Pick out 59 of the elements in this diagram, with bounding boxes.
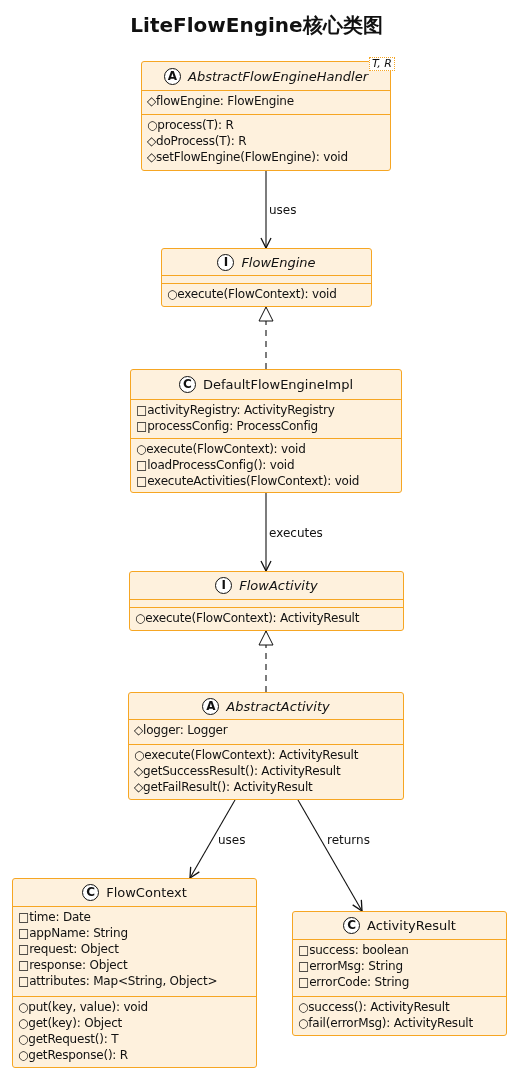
method-text: □executeActivities(FlowContext): void — [136, 473, 361, 489]
method-text: ○getResponse(): R — [18, 1047, 129, 1063]
method-text: ○process(T): R — [147, 117, 235, 133]
class-name: ActivityResult — [367, 918, 456, 933]
attribute-text: □errorCode: String — [298, 974, 411, 990]
class-name: AbstractFlowEngineHandler — [188, 68, 368, 84]
edge-label: returns — [326, 833, 371, 847]
method-text: ◇doProcess(T): R — [147, 133, 248, 149]
arrow — [297, 799, 363, 912]
class-type-badge: C — [343, 917, 361, 934]
method-text: ○get(key): Object — [18, 1015, 124, 1031]
method-text: ◇getSuccessResult(): ActivityResult — [134, 763, 342, 779]
method-text: ○execute(FlowContext): ActivityResult — [135, 610, 361, 626]
class-box — [129, 571, 404, 631]
class-name: AbstractActivity — [226, 698, 330, 714]
class-type-badge: I — [215, 577, 233, 594]
method-text: ○execute(FlowContext): ActivityResult — [134, 747, 360, 763]
class-box — [128, 692, 404, 800]
class-type-badge: C — [82, 884, 100, 901]
class-name: FlowEngine — [241, 254, 316, 270]
attribute-text: □time: Date — [18, 909, 92, 925]
attribute-text: □success: boolean — [298, 942, 410, 958]
class-name: FlowActivity — [239, 578, 318, 593]
class-type-badge: I — [217, 253, 235, 271]
attribute-text: □request: Object — [18, 941, 120, 957]
attribute-text: □activityRegistry: ActivityRegistry — [136, 402, 336, 418]
method-text: ◇getFailResult(): ActivityResult — [134, 779, 314, 795]
method-text: ○execute(FlowContext): void — [167, 286, 338, 302]
method-text: □loadProcessConfig(): void — [136, 457, 296, 473]
realization-arrow — [258, 630, 274, 693]
arrow — [260, 170, 272, 249]
method-text: ○getRequest(): T — [18, 1031, 120, 1047]
class-type-badge: C — [178, 376, 196, 393]
method-text: ○execute(FlowContext): void — [136, 441, 307, 457]
attribute-text: □appName: String — [18, 925, 129, 941]
attribute-text: □attributes: Map<String, Object> — [18, 973, 219, 989]
method-text: ○put(key, value): void — [18, 999, 150, 1015]
class-box — [130, 369, 402, 493]
method-text: ○success(): ActivityResult — [298, 999, 451, 1015]
attribute-text: ◇logger: Logger — [134, 722, 229, 738]
class-type-badge: A — [164, 67, 181, 85]
class-box — [161, 248, 372, 307]
arrow — [189, 799, 236, 879]
realization-arrow — [258, 306, 274, 370]
attribute-text: □errorMsg: String — [298, 958, 404, 974]
class-name: DefaultFlowEngineImpl — [202, 377, 354, 392]
arrow — [260, 492, 272, 572]
class-box — [12, 878, 257, 1068]
attribute-text: □response: Object — [18, 957, 129, 973]
class-name: FlowContext — [106, 885, 187, 900]
edge-label: executes — [268, 526, 324, 540]
class-type-badge: A — [202, 697, 220, 715]
diagram-title: LiteFlowEngine核心类图 — [129, 12, 384, 39]
attribute-text: ◇flowEngine: FlowEngine — [147, 93, 295, 109]
method-text: ○fail(errorMsg): ActivityResult — [298, 1015, 474, 1031]
generic-parameters: T, R — [368, 57, 395, 71]
method-text: ◇setFlowEngine(FlowEngine): void — [147, 149, 349, 165]
class-box — [292, 911, 507, 1036]
attribute-text: □processConfig: ProcessConfig — [136, 418, 320, 434]
